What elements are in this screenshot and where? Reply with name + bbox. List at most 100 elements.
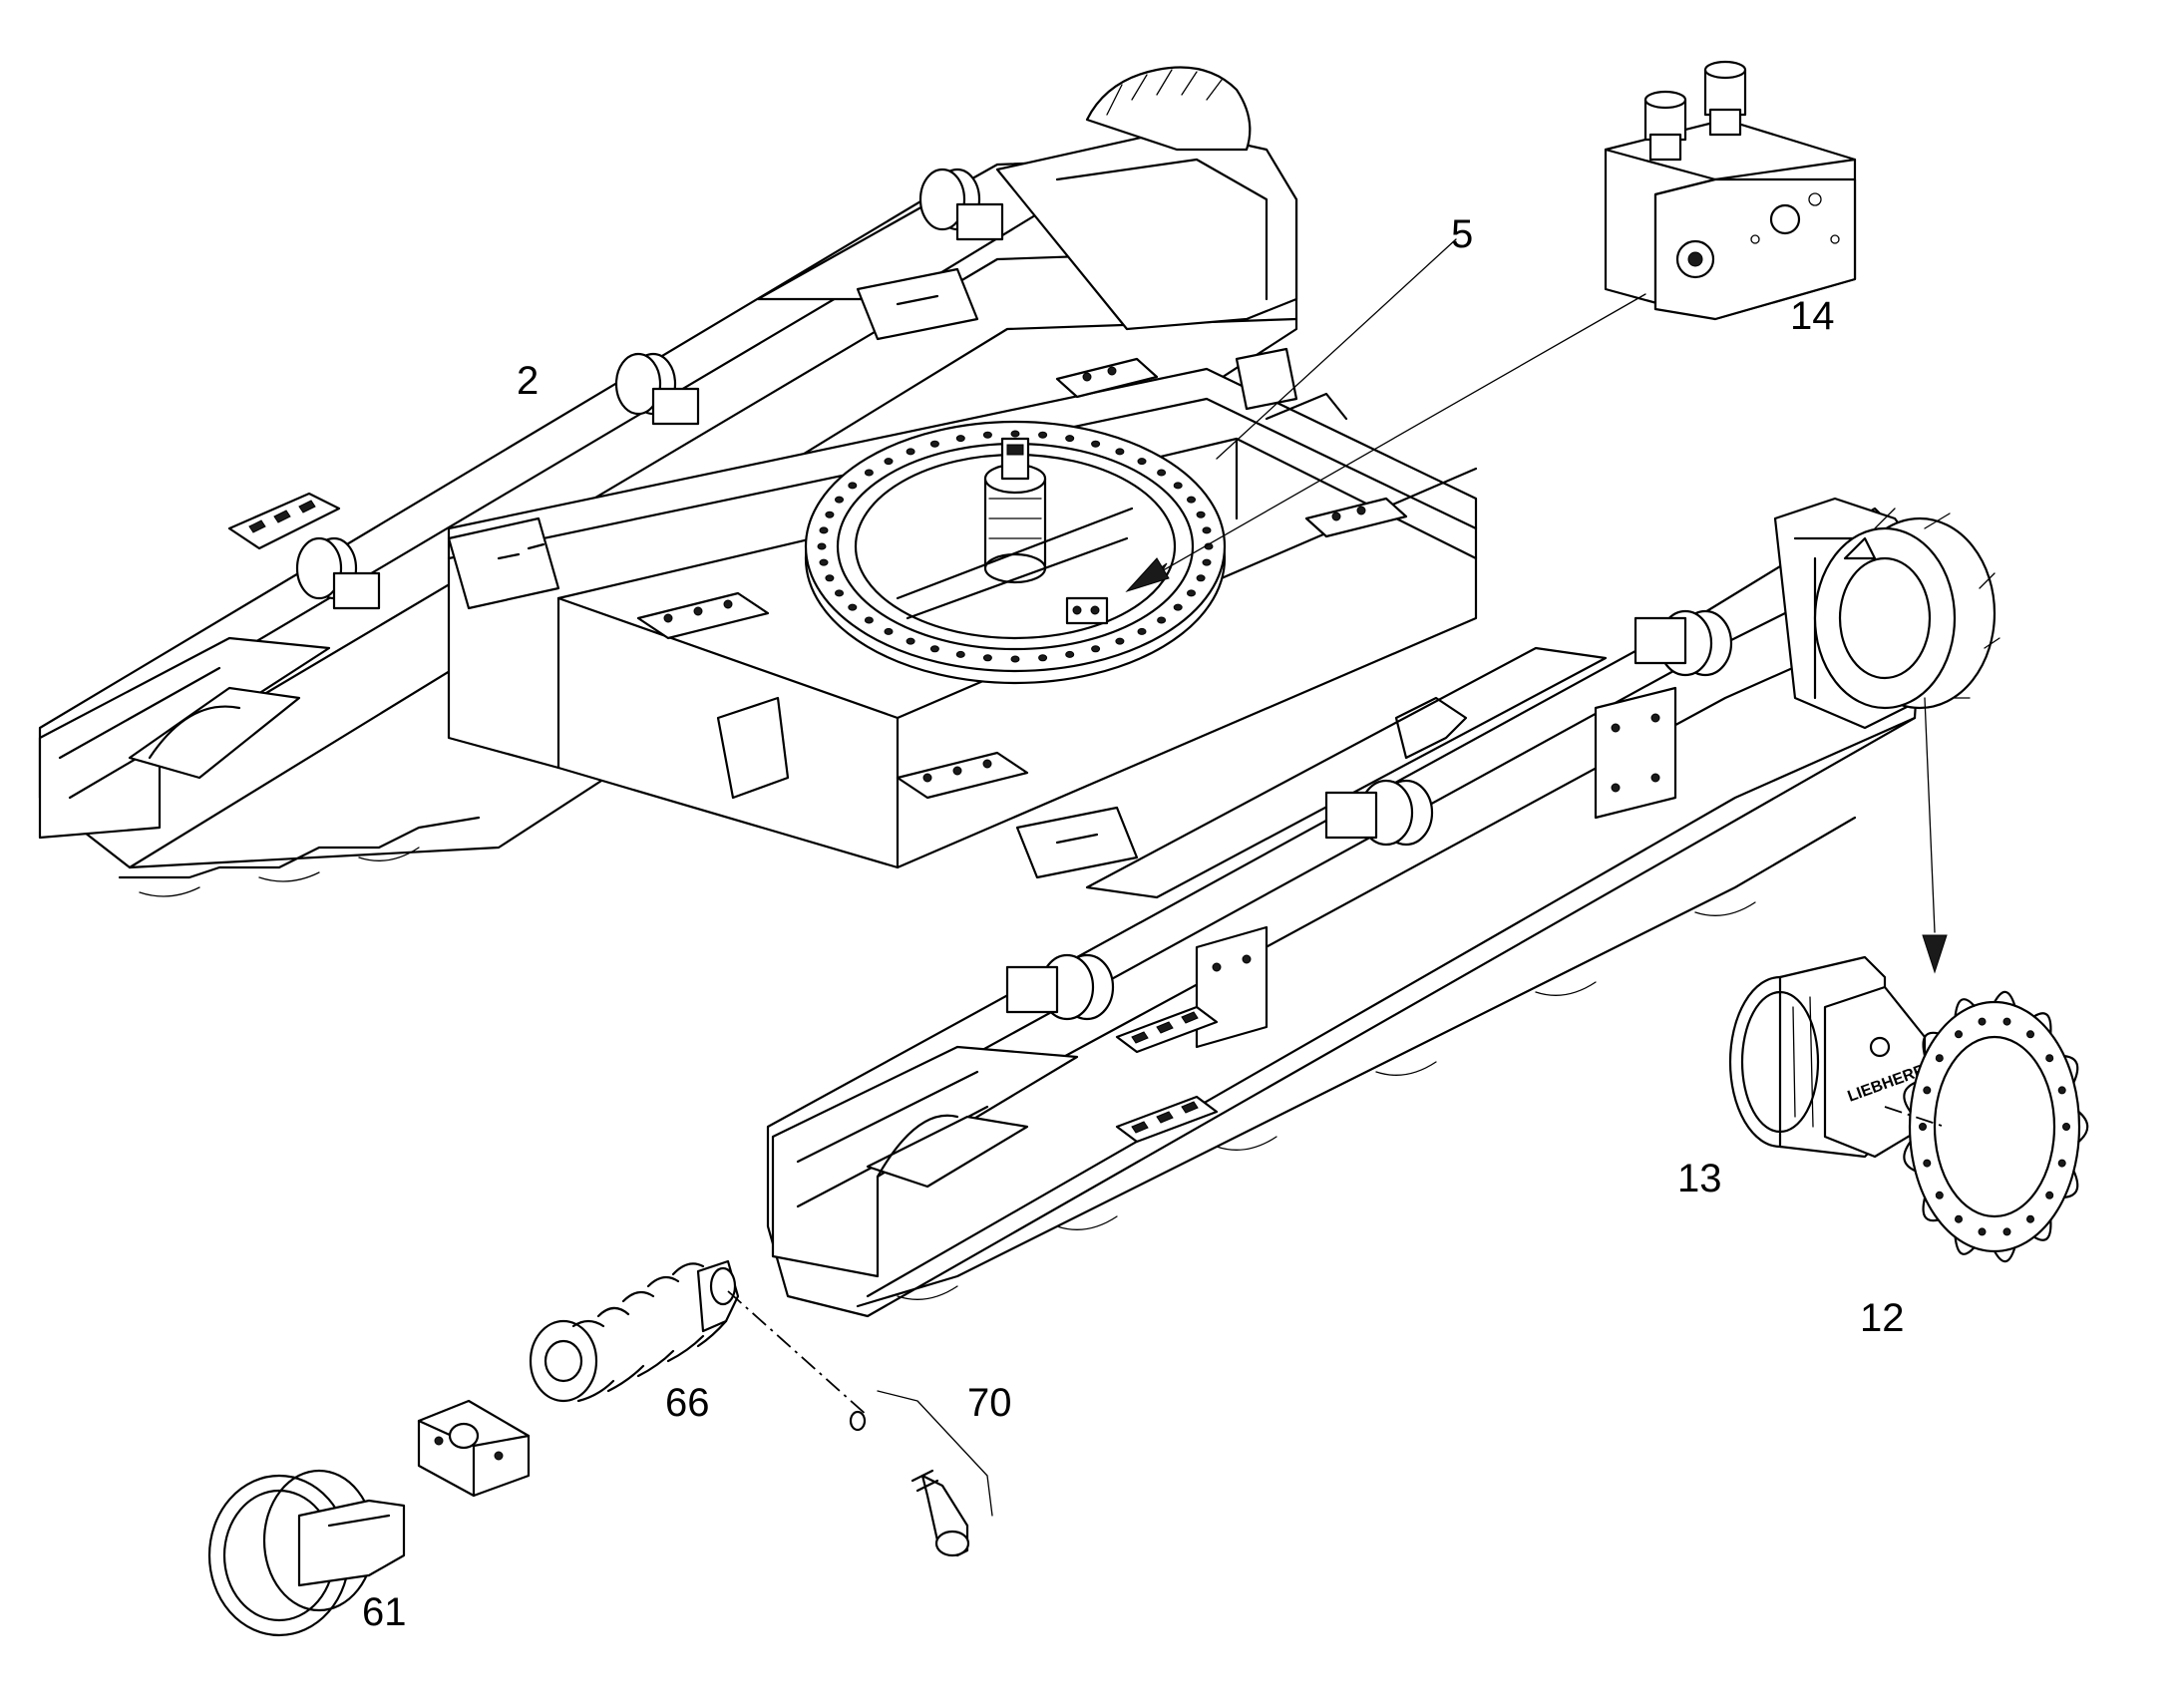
carrier-roller-left-3 (295, 536, 381, 610)
carrier-roller-left-1 (614, 352, 700, 426)
sprocket-tooth (2032, 1218, 2052, 1241)
carrier-roller-right-1 (1005, 953, 1115, 1021)
bolt-hole (1137, 458, 1147, 466)
bolt-hole (1091, 440, 1101, 448)
bolt-hole (848, 482, 858, 490)
bolt-hole (982, 654, 992, 662)
sprocket-bolt-hole (2045, 1054, 2054, 1063)
bolt-hole (1196, 574, 1206, 582)
sprocket-bolt-hole (1955, 1030, 1963, 1039)
sprocket-bolt-hole (2057, 1086, 2066, 1095)
bolt-hole (1115, 637, 1125, 645)
bolt-hole (906, 637, 915, 645)
bolt-hole (864, 469, 874, 477)
bolt-hole (848, 603, 858, 611)
bolt-hole (1173, 603, 1183, 611)
bolt-hole (819, 558, 829, 566)
callout-14: 14 (1790, 294, 1835, 338)
idler-wheel (207, 1469, 406, 1637)
hydraulic-valve-block (1604, 60, 1857, 321)
bolt-hole (835, 589, 844, 597)
arrowheads (1125, 557, 1948, 974)
left-step (227, 492, 341, 550)
sprocket-tooth (1994, 990, 2016, 1007)
sprocket-bolt-hole (1935, 1191, 1944, 1199)
callout-2: 2 (517, 359, 539, 403)
sprocket-tooth (2062, 1170, 2079, 1198)
sprocket-teeth (1903, 990, 2089, 1263)
callout-13: 13 (1677, 1157, 1722, 1200)
bolt-hole (1173, 482, 1183, 490)
travel-gear-motor: LIEBHERR (1728, 955, 1929, 1159)
sprocket-bolt-hole (1919, 1123, 1927, 1131)
sprocket-tooth (1954, 1235, 1976, 1255)
bolt-hole (825, 574, 835, 582)
bolt-hole (1038, 431, 1048, 439)
callout-12: 12 (1860, 1296, 1905, 1340)
bolt-hole (825, 511, 835, 518)
carrier-roller-right-3 (1634, 609, 1733, 677)
bolt-hole (1010, 430, 1020, 438)
bolt-hole (1115, 448, 1125, 456)
valve-fitting-1 (1643, 90, 1687, 162)
callout-61: 61 (362, 1590, 407, 1634)
bearing-block (417, 1399, 531, 1498)
bolt-hole (1157, 469, 1167, 477)
mounting-plate-1 (636, 591, 770, 640)
bolt-hole (1187, 589, 1196, 597)
bolt-hole (1187, 496, 1196, 504)
sprocket-tooth (1903, 1081, 1917, 1113)
drive-sprocket (1903, 990, 2089, 1263)
leader-5 (1216, 238, 1457, 460)
bolt-hole (817, 542, 827, 550)
bolt-hole (1065, 650, 1075, 658)
bolt-hole (884, 458, 894, 466)
bolt-hole (929, 645, 939, 653)
bolt-hole (929, 440, 939, 448)
sprocket-bolt-hole (2045, 1191, 2054, 1199)
ring-connector (1065, 596, 1109, 625)
leader-12 (1924, 697, 1936, 933)
leader-70 (877, 1390, 993, 1517)
sprocket-bolt-hole (1955, 1214, 1963, 1223)
bolt-hole (864, 616, 874, 624)
sprocket-tooth (2077, 1110, 2089, 1144)
sprocket-bolt-hole (2062, 1123, 2070, 1131)
right-track-frame (766, 497, 2000, 1318)
sprocket-tooth (2032, 1012, 2052, 1035)
valve-fitting-2 (1703, 60, 1747, 137)
callout-66: 66 (665, 1381, 710, 1425)
sprocket-tooth (1922, 1031, 1940, 1057)
right-step-lower (1115, 1095, 1219, 1144)
side-cover-plate (1594, 686, 1677, 820)
mounting-plate-4 (1304, 497, 1408, 538)
slewing-ring-bolt-holes (817, 430, 1214, 663)
bolt-hole (884, 627, 894, 635)
grease-fitting (849, 1410, 970, 1557)
bolt-hole (1202, 526, 1212, 534)
sprocket-bolt-hole (2026, 1214, 2034, 1223)
sprocket-bolt-hole (1923, 1159, 1932, 1168)
assembled-drive-sprocket (1813, 508, 2000, 710)
sprocket-tooth (1954, 998, 1976, 1018)
callout-5: 5 (1451, 212, 1473, 256)
carrier-roller-right-2 (1324, 779, 1434, 847)
rotary-joint (983, 437, 1047, 584)
bolt-hole (955, 435, 965, 443)
sprocket-bolt-hole (2057, 1159, 2066, 1168)
sprocket-bolt-hole (2002, 1017, 2011, 1026)
bolt-hole (835, 496, 844, 504)
sprocket-bolt-hole (1935, 1054, 1944, 1063)
sprocket-tooth (1922, 1196, 1940, 1222)
carrier-roller-left-2 (918, 168, 1004, 241)
recoil-spring-cylinder (529, 1259, 740, 1403)
sprocket-bolt-hole (2026, 1030, 2034, 1039)
bolt-hole (1157, 616, 1167, 624)
right-step-upper (1115, 1005, 1219, 1054)
sprocket-bolt-hole (1978, 1227, 1987, 1236)
sprocket-bolt-holes (1919, 1017, 2070, 1236)
bolt-hole (955, 650, 965, 658)
slewing-ring (804, 420, 1227, 685)
bolt-hole (906, 448, 915, 456)
